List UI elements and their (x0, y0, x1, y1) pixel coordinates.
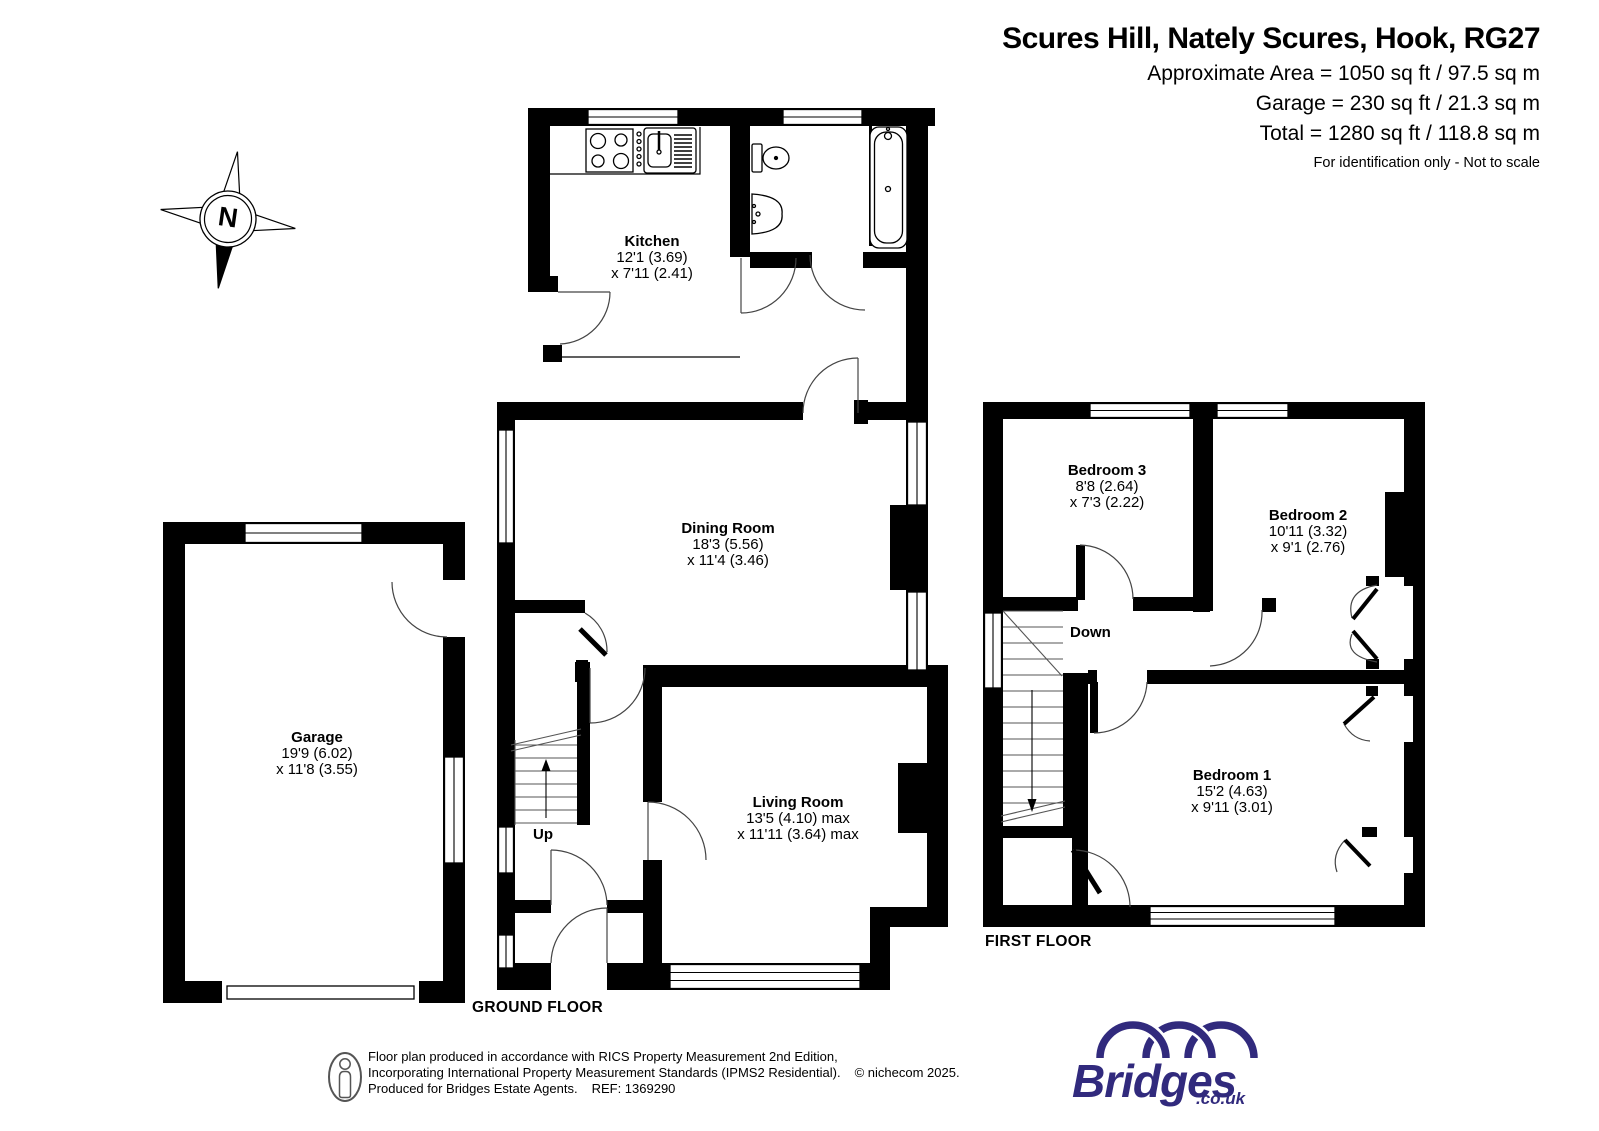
first-floor-door-leaves (1070, 587, 1379, 895)
first-floor-recesses (1362, 586, 1413, 873)
person-icon (328, 1052, 362, 1102)
bathtub-icon (869, 126, 908, 249)
living-room-label: Living Room 13'5 (4.10) max x 11'11 (3.6… (737, 794, 859, 843)
copyright-text: © nichecom 2025. (854, 1064, 960, 1080)
page-title: Scures Hill, Nately Scures, Hook, RG27 (1002, 22, 1540, 55)
approximate-area: Approximate Area = 1050 sq ft / 97.5 sq … (1147, 62, 1540, 85)
toilet-icon (751, 143, 790, 173)
basin-icon (751, 193, 783, 235)
bridges-logo-suffix: .co.uk (1196, 1089, 1246, 1108)
reference-number: REF: 1369290 (591, 1080, 676, 1096)
ground-floor-label: GROUND FLOOR (472, 999, 604, 1016)
bridges-logo: Bridges (1072, 1055, 1237, 1107)
drainer-icon (674, 134, 692, 168)
ground-floor-doors (391, 254, 866, 964)
footer-disclaimer: Floor plan produced in accordance with R… (368, 1049, 1008, 1096)
garage-door-panel (226, 985, 415, 1000)
footer-line-2: Incorporating International Property Mea… (368, 1064, 960, 1080)
bedroom-1-label: Bedroom 1 15'2 (4.63) x 9'11 (3.01) (1191, 767, 1273, 816)
detail-lines (550, 127, 740, 358)
hob-icon (585, 128, 642, 173)
front-door-leaf (578, 627, 608, 657)
stairs-up (510, 728, 582, 825)
stairs-up-label: Up (533, 826, 553, 843)
footer-line-3: Produced for Bridges Estate Agents.REF: … (368, 1080, 676, 1096)
stairs-down-arrowhead (1027, 799, 1037, 812)
logo-bridge-arches (1093, 1018, 1261, 1059)
first-floor-label: FIRST FLOOR (985, 933, 1092, 950)
bedroom-3-label: Bedroom 3 8'8 (2.64) x 7'3 (2.22) (1067, 462, 1147, 511)
kitchen-label: Kitchen 12'1 (3.69) x 7'11 (2.41) (611, 233, 693, 282)
first-floor-door-posts (1362, 576, 1379, 837)
disclaimer-note: For identification only - Not to scale (1313, 155, 1540, 171)
bedroom-2-label: Bedroom 2 10'11 (3.32) x 9'1 (2.76) (1268, 507, 1348, 556)
footer-line-1: Floor plan produced in accordance with R… (368, 1049, 838, 1064)
windows (244, 108, 1336, 990)
stairs-down-label: Down (1070, 624, 1111, 641)
first-floor-walls (983, 402, 1425, 927)
garage-openings (222, 580, 465, 1003)
dining-room-label: Dining Room 18'3 (5.56) x 11'4 (3.46) (681, 520, 775, 569)
stairs-down (1000, 610, 1066, 823)
first-floor-doors (1072, 544, 1378, 908)
compass-rose (160, 151, 296, 289)
window-mullions (245, 116, 1335, 982)
garage-label: Garage 19'9 (6.02) x 11'8 (3.55) (276, 729, 358, 778)
ground-floor-door-gaps (551, 402, 854, 990)
stairs-up-arrowhead (541, 759, 551, 771)
total-area: Total = 1280 sq ft / 118.8 sq m (1259, 122, 1540, 145)
header-block: Scures Hill, Nately Scures, Hook, RG27 A… (1002, 22, 1540, 171)
garage-area: Garage = 230 sq ft / 21.3 sq m (1255, 92, 1540, 115)
